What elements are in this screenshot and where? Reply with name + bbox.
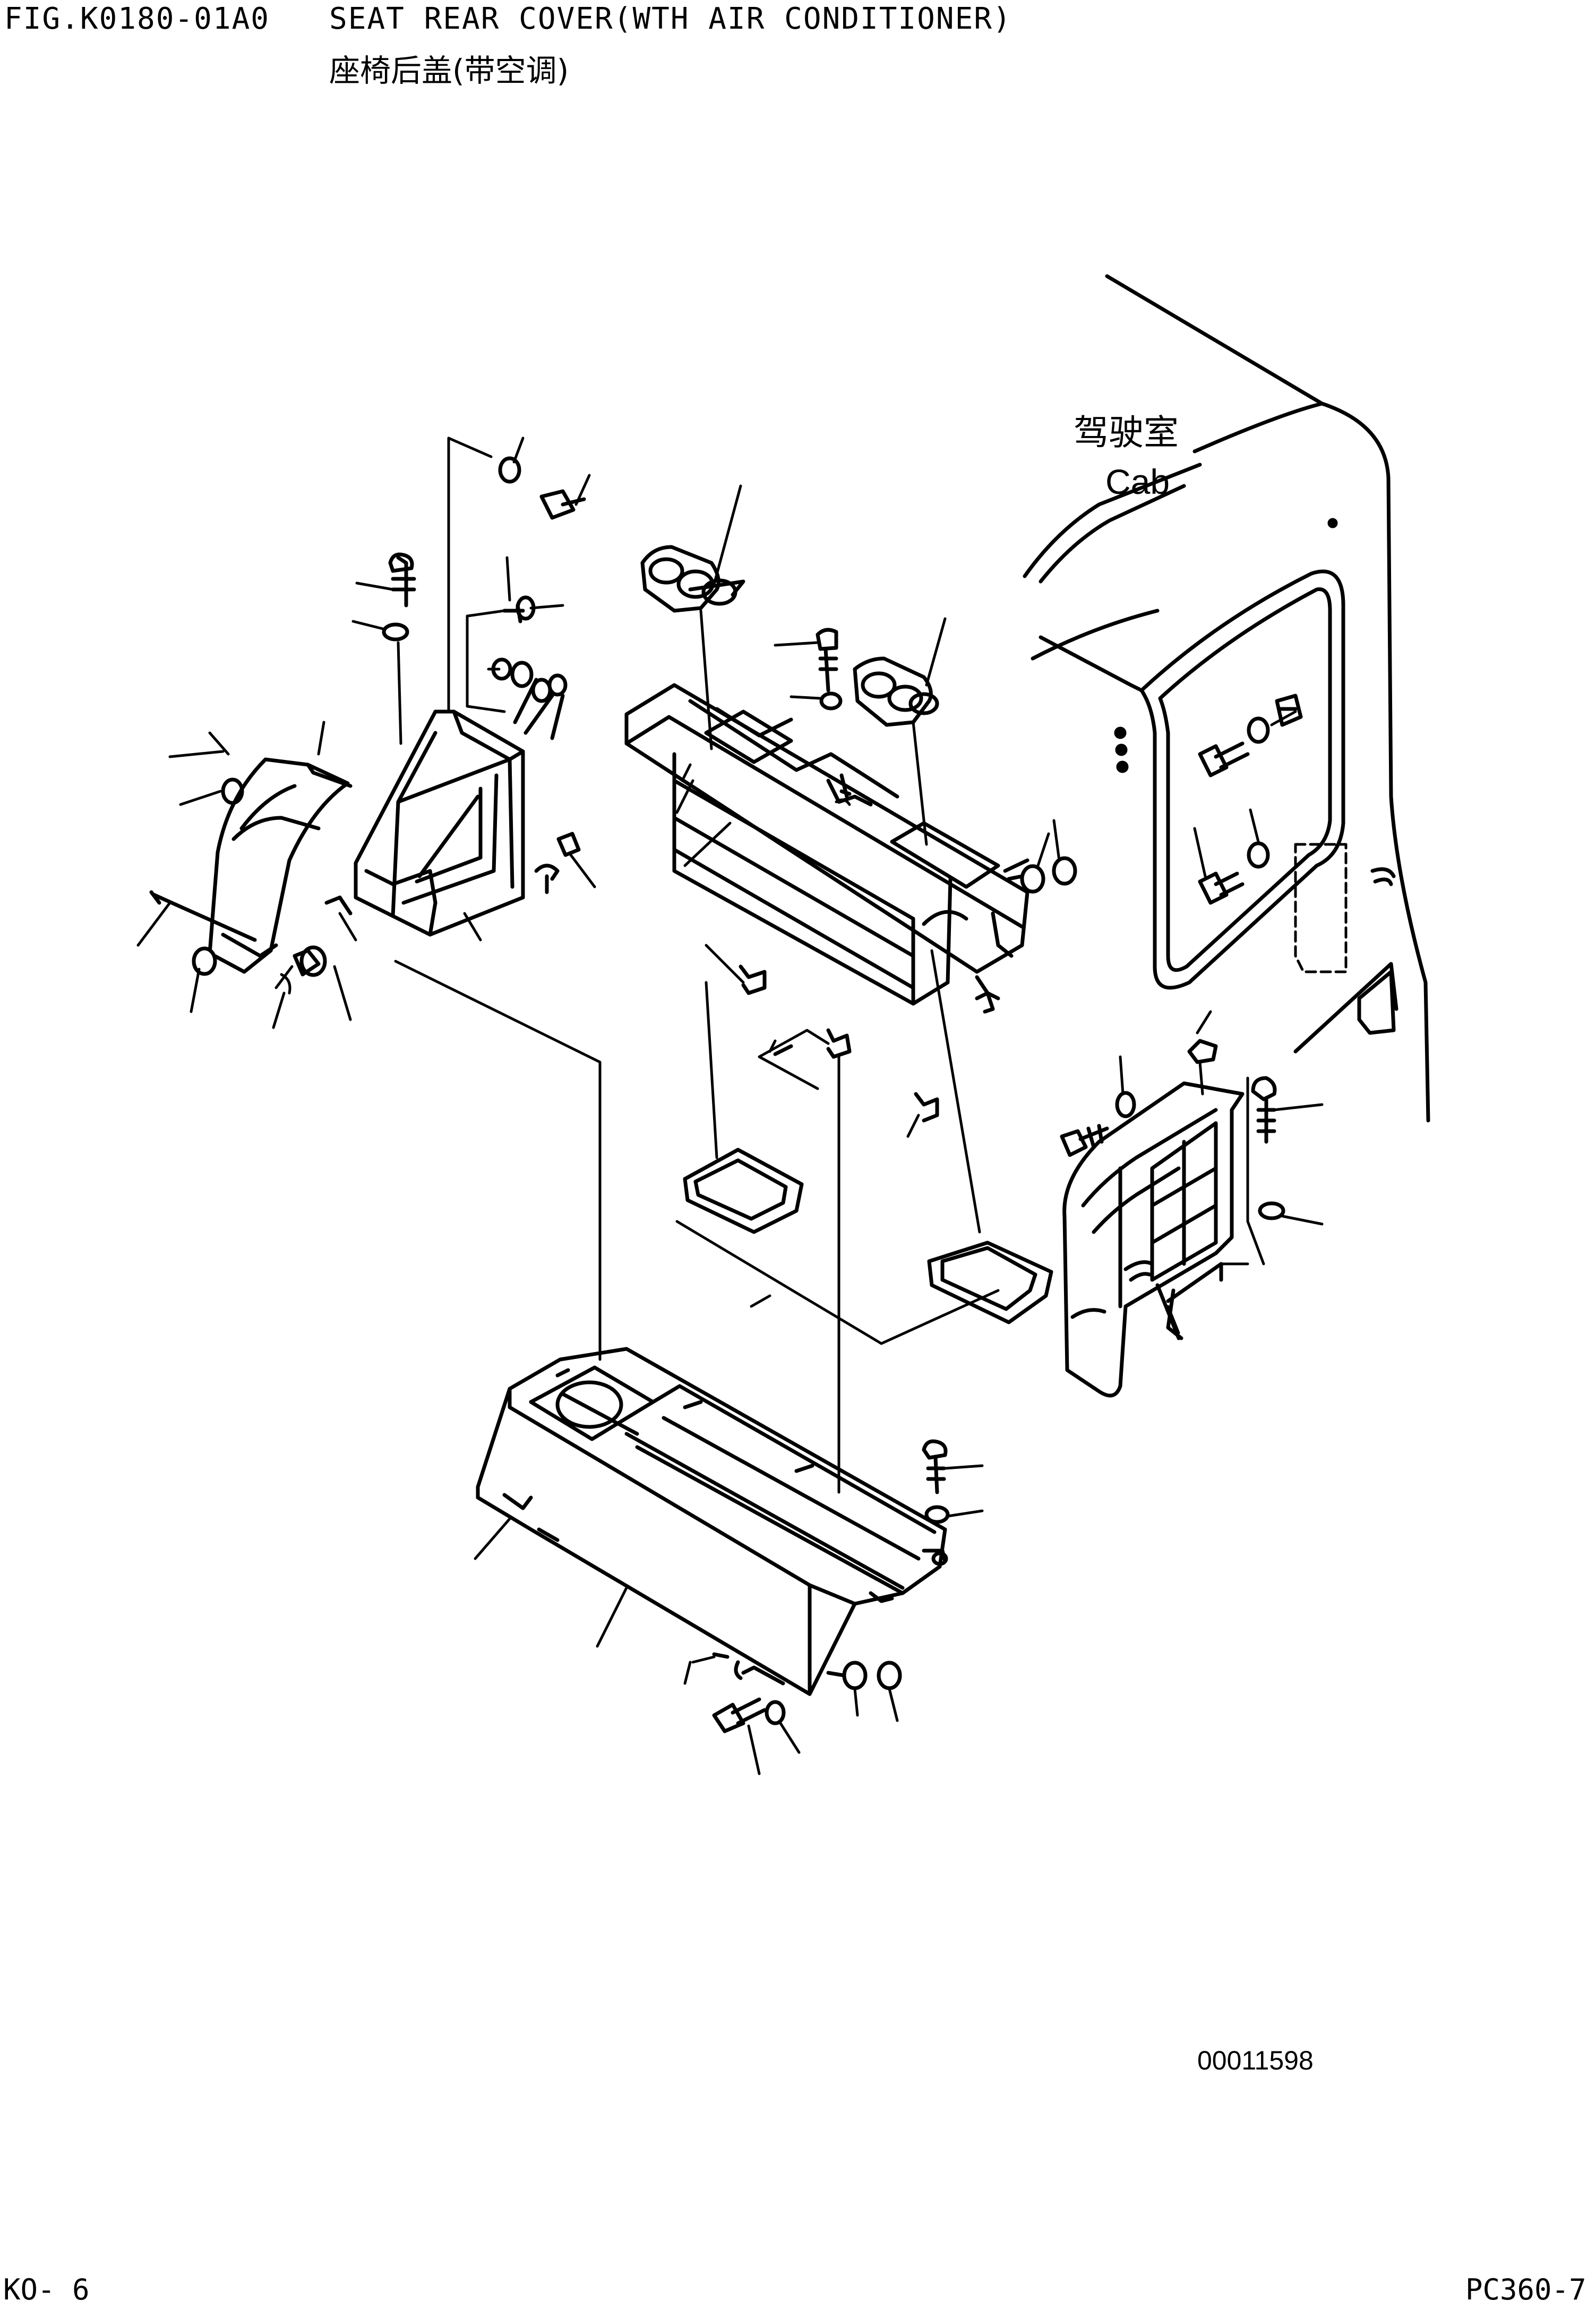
bracket-fasteners: [324, 437, 596, 942]
cab-label-chinese: 驾驶室: [1074, 412, 1179, 453]
figure-code: FIG.K0180-01A0: [4, 2, 270, 36]
right-side-cover: [1062, 1081, 1245, 1398]
upper-rear-panel: [624, 683, 1029, 1006]
model-code: PC360-7: [1465, 2273, 1586, 2306]
leader-line-bracket: [394, 960, 602, 1361]
floor-fasteners: [683, 1439, 984, 1775]
cab-label-english: Cab: [1105, 462, 1170, 501]
cab-bolts: [1193, 710, 1297, 905]
right-cover-fasteners: [1060, 1010, 1324, 1265]
page-number: KO- 6: [3, 2273, 90, 2306]
left-support-bracket: [354, 709, 525, 942]
figure-title-chinese: 座椅后盖(带空调): [329, 53, 569, 89]
duct-seals: [675, 949, 1053, 1494]
left-curved-cover: [208, 721, 353, 974]
figure-title-english: SEAT REAR COVER(WTH AIR CONDITIONER): [329, 2, 1012, 36]
drawing-number: 00011598: [1197, 2046, 1314, 2075]
left-fasteners: [136, 731, 352, 1029]
upper-panel-fasteners: [640, 484, 1077, 1000]
panel-clips: [705, 944, 995, 1138]
floor-cover: [474, 1347, 948, 1696]
cab-outline: [1023, 274, 1430, 1123]
